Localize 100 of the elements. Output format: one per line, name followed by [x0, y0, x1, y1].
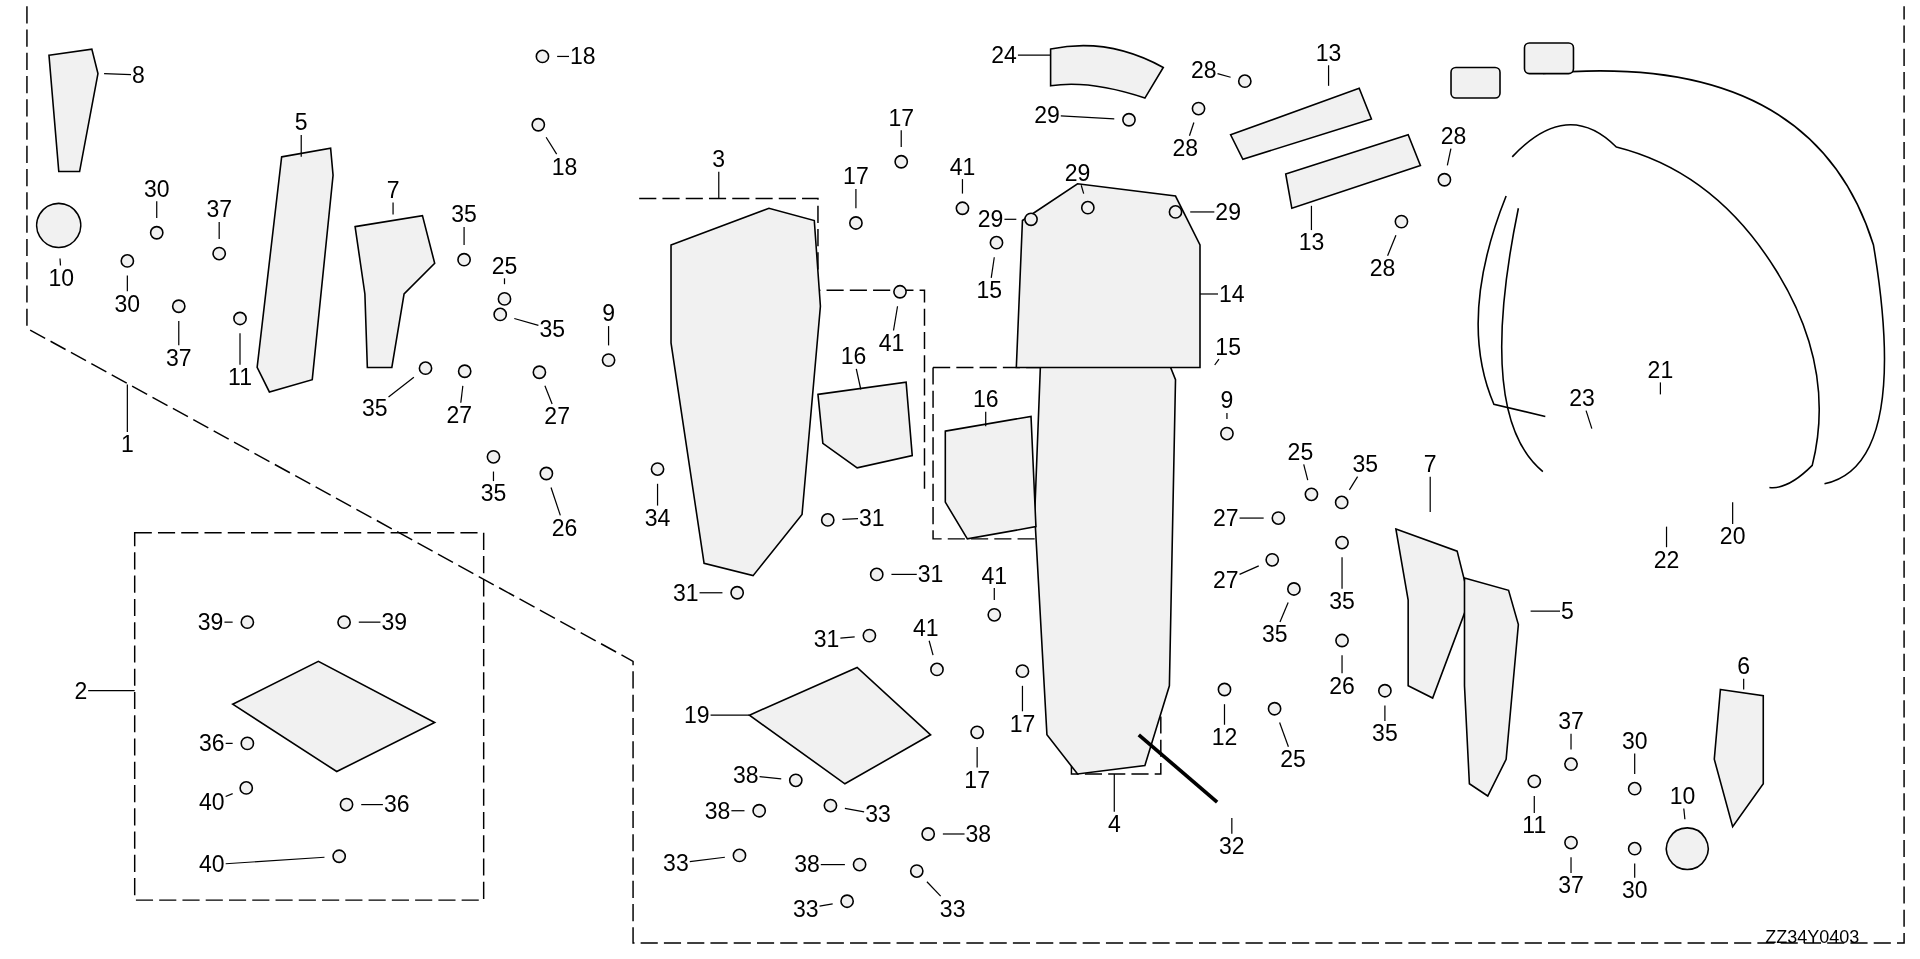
leader-line: [607, 325, 610, 347]
callout-number: 13: [1297, 229, 1326, 255]
callout-number: 39: [196, 609, 225, 635]
leader-line: [961, 178, 964, 195]
leader-line: [1570, 856, 1572, 874]
leader-line: [844, 807, 865, 813]
callout-number: 17: [842, 163, 870, 189]
callout-number: 25: [490, 253, 519, 279]
callout-number: 33: [662, 850, 690, 876]
leader-line: [1341, 556, 1343, 590]
leader-line: [103, 72, 132, 76]
leader-line: [900, 129, 902, 148]
leader-line: [300, 134, 302, 158]
leader-line: [1021, 685, 1024, 712]
leader-line: [1530, 610, 1561, 612]
callout-number: 40: [198, 789, 226, 815]
leader-line: [1732, 501, 1734, 525]
leader-line: [1327, 64, 1330, 87]
leader-line: [1279, 721, 1289, 748]
callout-number: 7: [385, 177, 401, 203]
callout-number: 37: [205, 196, 233, 222]
callout-number: 40: [198, 852, 226, 877]
callout-number: 38: [793, 852, 821, 877]
leader-line: [225, 792, 234, 798]
callout-number: 15: [975, 277, 1004, 303]
callout-number: 16: [839, 343, 868, 369]
leader-line: [1446, 147, 1452, 167]
leader-line: [1303, 463, 1309, 481]
callout-number: 12: [1210, 724, 1239, 750]
callout-number: 34: [643, 505, 672, 531]
callout-number: 15: [1214, 334, 1242, 359]
leader-line: [492, 470, 495, 482]
leader-line: [1279, 601, 1289, 623]
leader-line: [1113, 773, 1115, 813]
leader-line: [544, 385, 553, 405]
leader-line: [1238, 517, 1265, 519]
leader-line: [156, 200, 158, 219]
leader-line: [1060, 115, 1115, 120]
callout-number: 23: [1568, 385, 1596, 411]
callout-number: 19: [682, 702, 711, 728]
leader-line: [360, 804, 384, 806]
leader-line: [223, 621, 234, 623]
callout-number: 18: [550, 154, 579, 179]
leader-line: [990, 256, 995, 279]
leader-line: [126, 275, 128, 292]
callout-number: 35: [1351, 451, 1380, 477]
leader-line: [1223, 703, 1226, 726]
leader-line: [890, 573, 918, 575]
leader-line: [463, 226, 465, 246]
leader-line: [1017, 54, 1052, 56]
callout-number: 27: [543, 403, 571, 429]
callout-number: 29: [1063, 160, 1092, 186]
callout-number: 39: [380, 609, 409, 635]
callout-number: 27: [1211, 567, 1240, 593]
callout-number: 27: [1211, 505, 1240, 531]
leader-line: [1188, 121, 1195, 137]
leader-line: [1585, 409, 1593, 430]
leader-line: [942, 833, 966, 835]
callout-number: 31: [858, 505, 886, 531]
leader-line: [718, 171, 720, 200]
callout-number: 41: [877, 330, 906, 356]
leader-line: [387, 376, 415, 398]
leader-line: [1199, 293, 1219, 295]
callout-number: 36: [198, 730, 226, 756]
leader-line: [928, 640, 934, 656]
leader-line: [1341, 654, 1343, 674]
leader-line: [926, 881, 942, 897]
callout-number: 28: [1171, 135, 1200, 161]
callout-number: 26: [1328, 673, 1356, 699]
callout-number: 37: [1557, 708, 1585, 734]
callout-number: 25: [1286, 439, 1315, 465]
leader-line: [59, 257, 62, 267]
callout-number: 38: [731, 762, 760, 788]
leader-line: [1659, 381, 1661, 395]
leader-line: [1683, 807, 1686, 820]
leader-line: [839, 636, 856, 639]
callout-number: 41: [980, 563, 1009, 588]
callout-number: 22: [1652, 547, 1681, 573]
leader-line: [1231, 817, 1233, 835]
callout-number: 24: [990, 42, 1018, 68]
leader-line: [239, 332, 241, 366]
callout-number: 28: [1368, 255, 1397, 281]
leader-line: [1226, 412, 1228, 420]
callout-number: 26: [550, 515, 579, 541]
callout-number: 35: [450, 201, 478, 227]
callout-number: 28: [1439, 123, 1468, 149]
callout-number: 17: [887, 105, 915, 131]
callout-number: 1: [119, 432, 135, 457]
leader-line: [503, 277, 506, 285]
leader-line: [1238, 565, 1260, 575]
leader-line: [1743, 678, 1745, 691]
callout-number: 16: [971, 386, 1000, 412]
leader-line: [225, 856, 326, 865]
callout-number: 37: [1557, 872, 1585, 898]
leader-line: [392, 201, 394, 215]
leader-line: [1080, 184, 1085, 195]
callout-number: 30: [1620, 877, 1649, 903]
callout-number: 30: [113, 291, 142, 317]
callout-number: 28: [1189, 57, 1218, 83]
leader-line: [1310, 205, 1313, 231]
